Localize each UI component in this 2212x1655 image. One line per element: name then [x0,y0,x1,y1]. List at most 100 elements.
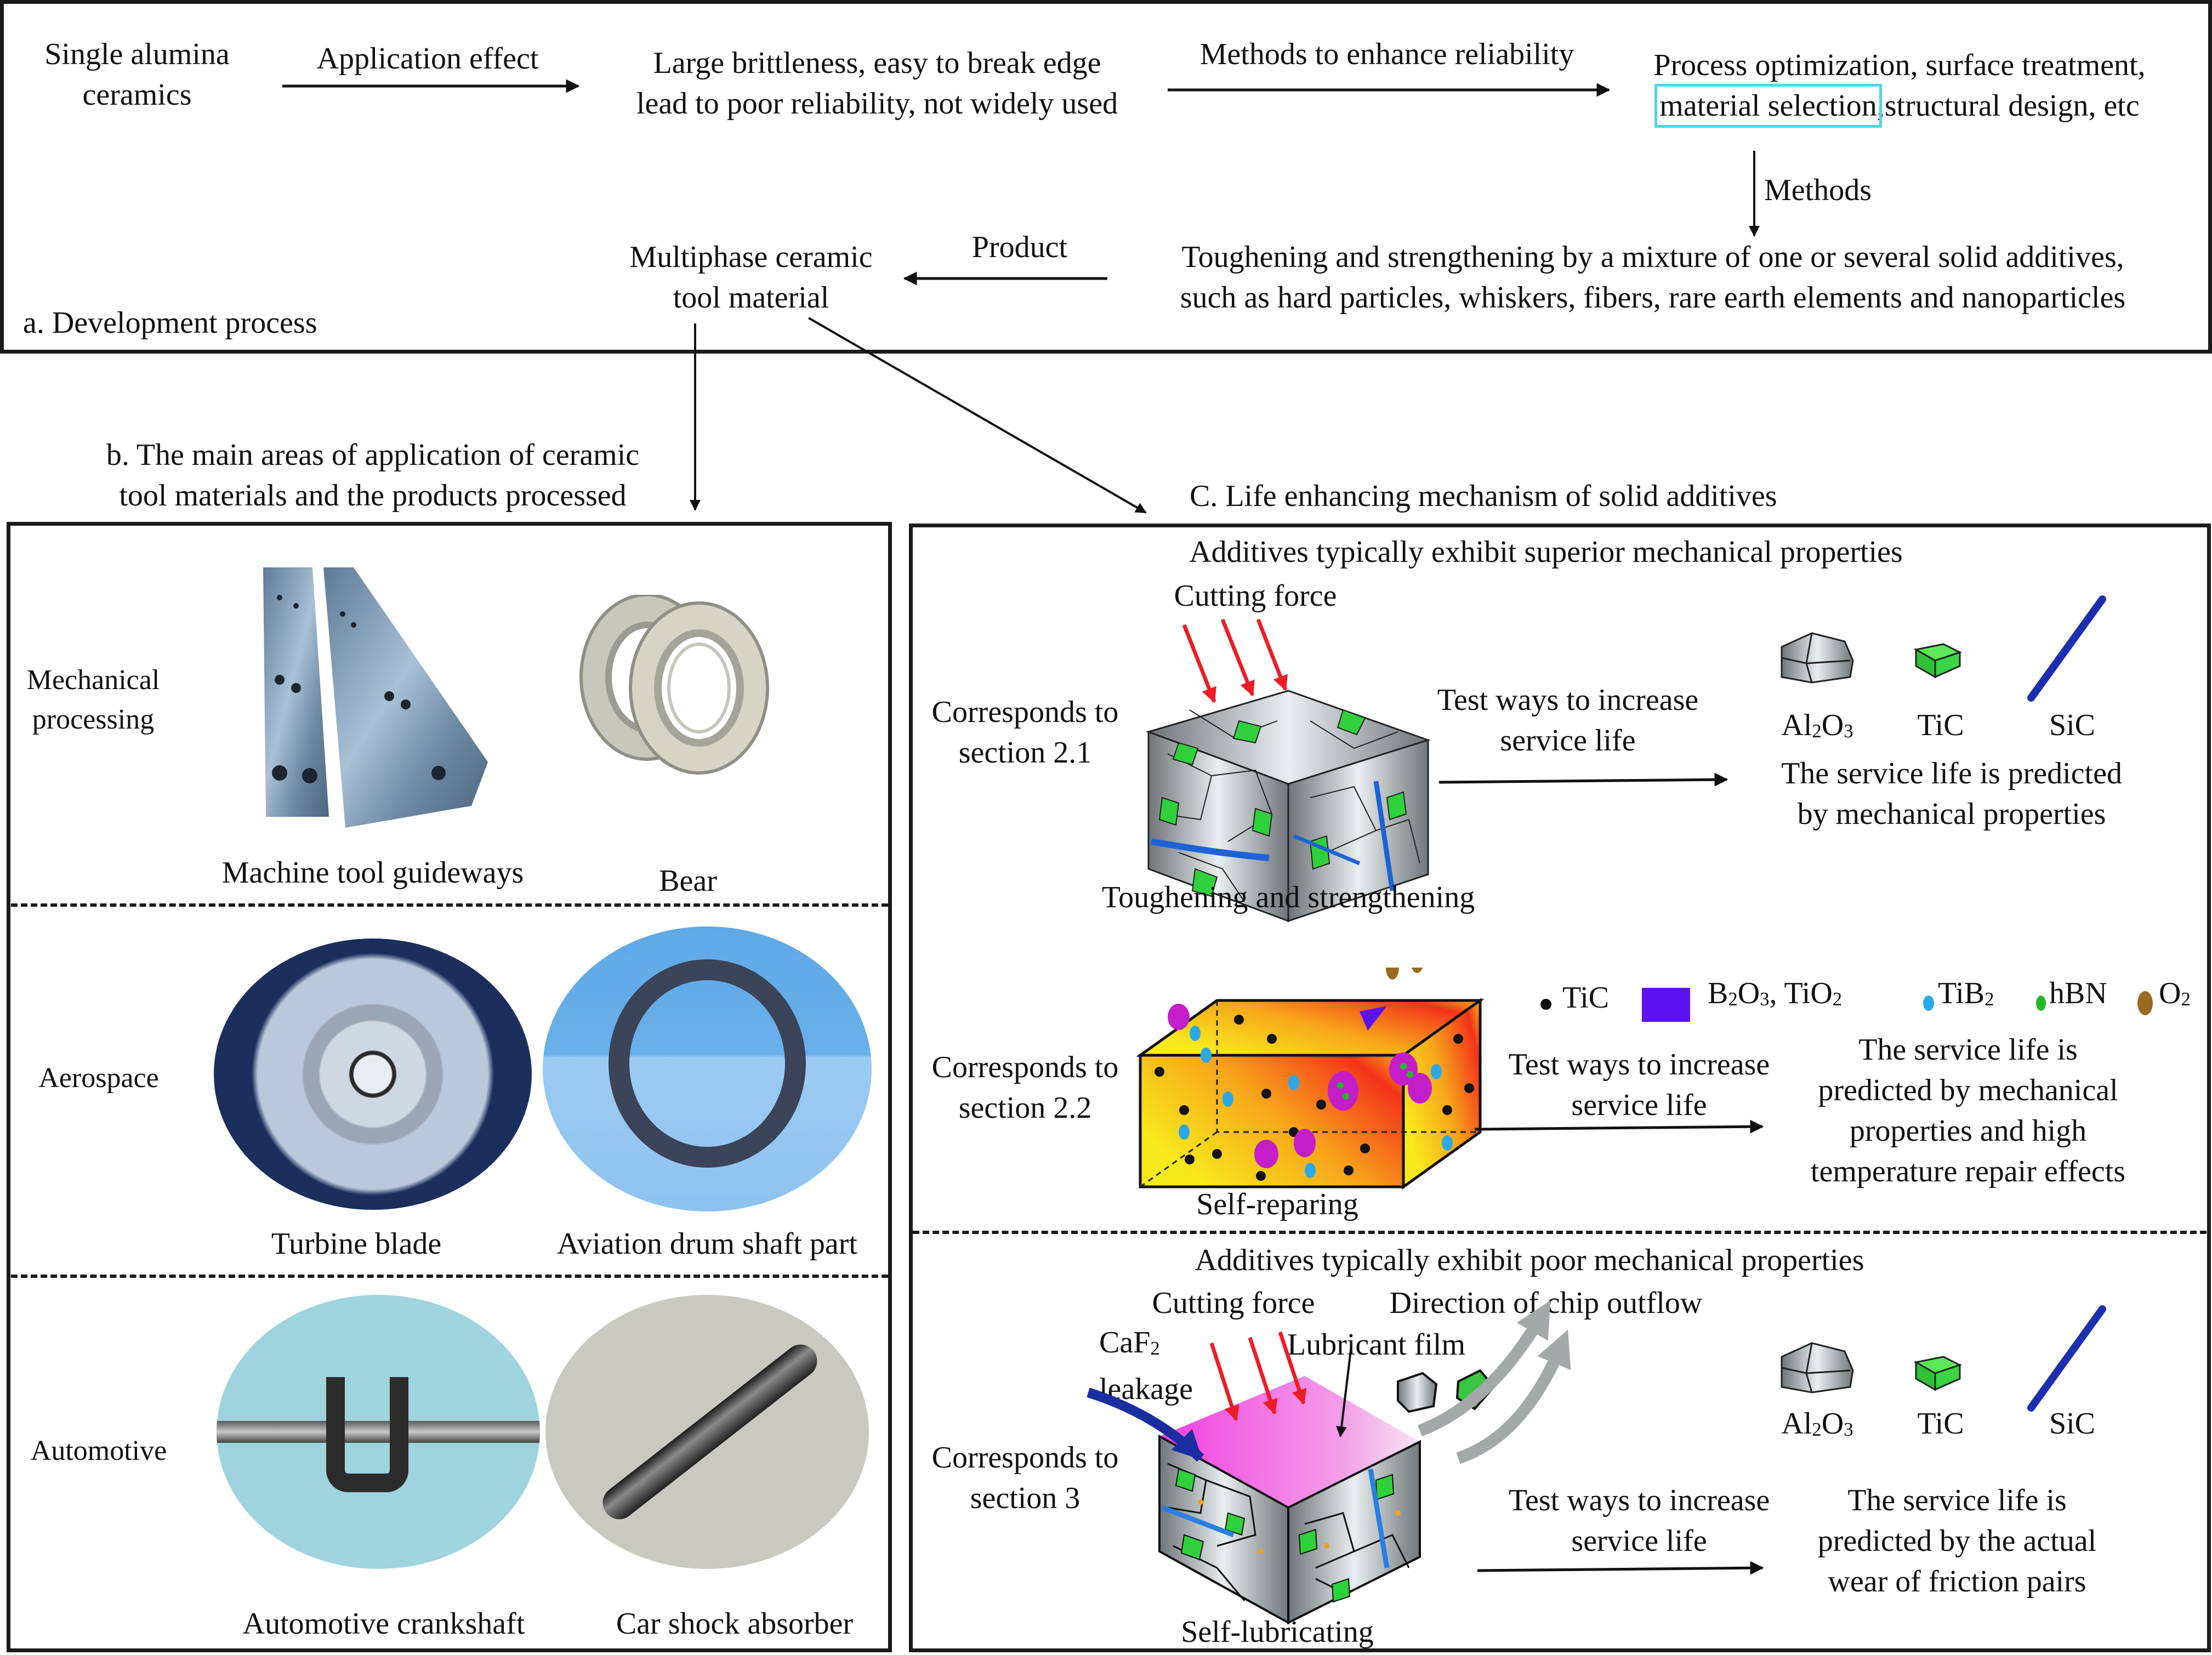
al2o3-grain-icon [1781,632,1854,684]
additive-label: Al2O3 [1781,708,1853,742]
legend-label: O2 [2159,976,2191,1010]
prediction-line: predicted by mechanical [1818,1073,2118,1107]
mechanism-label: Toughening and strengthening [1101,880,1475,914]
additive-label: TiC [1917,1407,1964,1441]
node-single-alumina: Single alumina ceramics [22,34,252,115]
lubricant-film-label: Lubricant film [1287,1328,1466,1362]
group-divider [913,1231,2207,1234]
product-label: Machine tool guideways [221,856,524,890]
al2o3-grain-icon [1781,1342,1854,1394]
sic-whisker-icon [2027,595,2106,702]
node-line: Single alumina [44,37,230,71]
legend-b2o3-marker [1642,988,1690,1022]
area-automotive: Automotive [30,1435,167,1466]
edge-label-application-effect: Application effect [316,42,539,76]
panel-b-title: b. The main areas of application of cera… [55,435,691,516]
test-label: Test ways to increase service life [1480,1480,1798,1561]
area-line: processing [32,704,155,735]
caf2-line: CaF2 [1099,1326,1160,1360]
prediction-text: The service life is predicted by mechani… [1743,753,2160,834]
prediction-text: The service life is predicted by the act… [1776,1480,2138,1602]
edge-label-product: Product [971,230,1068,264]
prediction-line: predicted by the actual [1817,1524,2097,1558]
section-ref: Corresponds to section 2.2 [910,1047,1140,1128]
area-aerospace: Aerospace [38,1062,159,1094]
sic-whisker-icon [2027,1305,2106,1412]
panel-a-label: a. Development process [23,306,317,340]
test-line: Test ways to increase [1508,1048,1770,1082]
area-mechanical-processing: Mechanical processing [11,661,175,740]
product-label: Automotive crankshaft [242,1607,525,1641]
section-line: section 3 [970,1481,1081,1515]
guideways-image [263,567,488,828]
cube-right [1287,738,1429,923]
chip-outflow-label: Direction of chip outflow [1389,1286,1703,1320]
legend-label: hBN [2049,976,2107,1010]
test-line: service life [1571,1088,1707,1122]
prediction-line: temperature repair effects [1810,1154,2126,1188]
node-toughening: Toughening and strengthening by a mixtur… [1107,237,2198,318]
node-line: tool material [673,281,829,315]
legend-tib2-marker [1923,996,1934,1011]
node-line-rest: ,structural design, etc [1876,89,2140,123]
prediction-line: wear of friction pairs [1828,1565,2086,1599]
toughening-cube [1146,690,1431,923]
legend-label: TiC [1562,981,1610,1015]
area-line: Mechanical [26,664,160,696]
box-side [1402,998,1482,1190]
self-lubricating-cube [1158,1376,1421,1625]
self-repair-particles [1155,1004,1474,1181]
shock-absorber-image [545,1295,869,1569]
prediction-line: The service life is [1858,1033,2078,1067]
product-label: Bear [659,864,717,898]
drum-ring [609,959,806,1168]
node-multiphase: Multiphase ceramic tool material [609,237,894,318]
crankshaft-image [217,1295,540,1569]
test-line: Test ways to increase [1508,1483,1770,1517]
test-label: Test ways to increase service life [1480,1044,1798,1125]
heading-poor: Additives typically exhibit poor mechani… [1195,1243,1864,1277]
legend-hbn-marker [2036,996,2046,1011]
section-line: Corresponds to [931,695,1119,729]
node-line: material selection,structural design, et… [1617,84,2182,128]
heading-superior: Additives typically exhibit superior mec… [1189,535,1903,569]
edge-label-methods: Methods [1764,173,1872,207]
section-ref: Corresponds to section 3 [910,1437,1140,1518]
panel-b-applications [7,522,892,1652]
panel-c-mechanisms [909,524,2211,1652]
mechanism-label: Self-reparing [1196,1187,1358,1221]
node-brittleness: Large brittleness, easy to break edge le… [598,43,1157,124]
node-line: Large brittleness, easy to break edge [653,46,1101,80]
whisker [1373,781,1395,891]
node-line: such as hard particles, whiskers, fibers… [1180,281,2126,315]
legend-label: B2O3, TiO2 [1708,976,1843,1010]
mechanism-label: Self-lubricating [1181,1615,1374,1649]
prediction-line: by mechanical properties [1797,797,2106,831]
alumina-chip [1397,1372,1438,1413]
section-line: Corresponds to [931,1441,1119,1475]
cutting-force-label: Cutting force [1174,579,1337,613]
product-label: Aviation drum shaft part [557,1227,857,1261]
turbine-blade-image [214,939,532,1210]
crankshaft-web [326,1377,408,1492]
additive-label: Al2O3 [1781,1407,1853,1441]
legend-tic-marker [1540,999,1551,1010]
prediction-line: properties and high [1849,1114,2087,1148]
row-divider [11,1275,888,1278]
whisker [1293,834,1361,866]
section-ref: Corresponds to section 2.1 [910,692,1140,773]
drum-shaft-image [543,926,872,1212]
tic-particle-icon [1913,643,1962,679]
test-line: Test ways to increase [1437,683,1699,717]
bearing-image [579,595,769,775]
self-repair-legend [1540,988,2153,1022]
tic-particle-icon [1913,1356,1962,1391]
lubricant-film-top [1159,1376,1420,1508]
node-line: Multiphase ceramic [629,240,873,274]
node-line: ceramics [82,78,192,112]
row-divider [11,903,888,907]
node-line: Process optimization, surface treatment, [1653,48,2146,82]
test-line: service life [1500,724,1636,758]
prediction-line: The service life is [1847,1483,2067,1517]
node-line: Toughening and strengthening by a mixtur… [1181,240,2124,274]
